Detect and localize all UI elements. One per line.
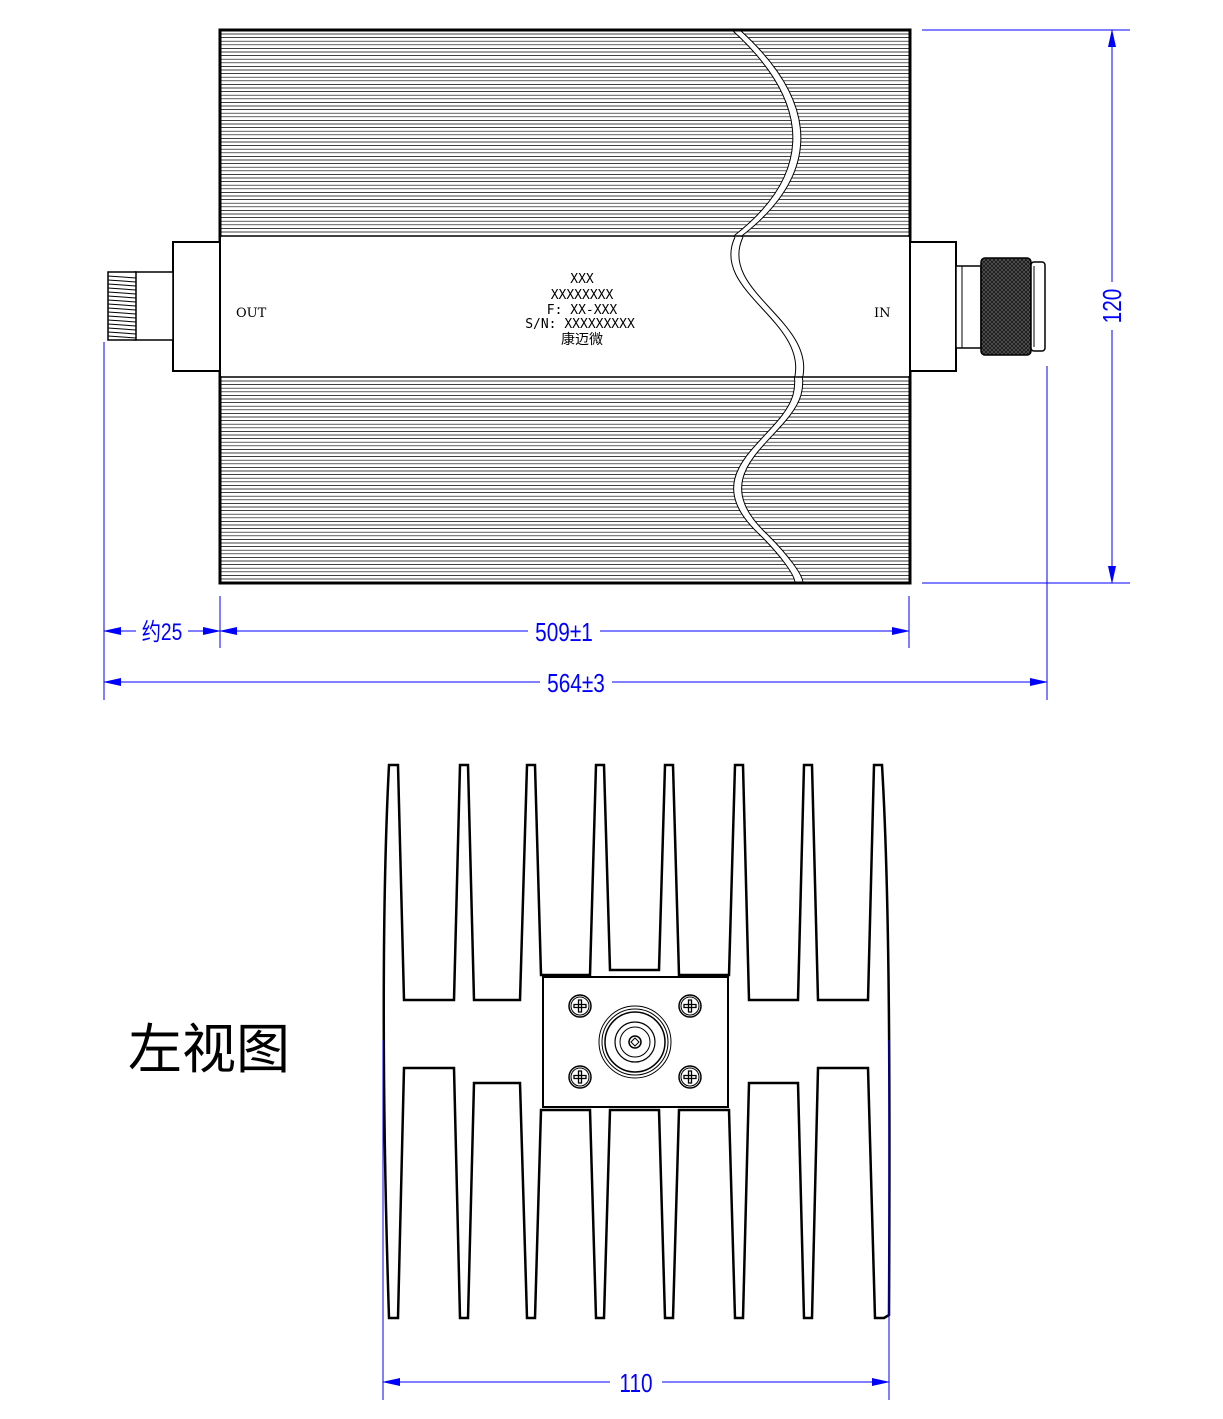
- width-dimension: [382, 1040, 890, 1400]
- cooling-fins-lower: [220, 380, 910, 580]
- thread-line: [107, 283, 137, 287]
- top-view: XXX XXXXXXXX F: XX-XXX S/N: XXXXXXXXX 康迈…: [107, 28, 1046, 585]
- connector-end-icon: [598, 1005, 672, 1079]
- thread-line: [107, 303, 137, 307]
- out-connector-threads: [107, 275, 137, 339]
- nameplate-band: [221, 237, 909, 376]
- in-connector: [909, 241, 1046, 372]
- nameplate-line-5: 康迈微: [561, 331, 603, 348]
- thread-line: [107, 307, 137, 311]
- nameplate-line-2: XXXXXXXX: [551, 288, 614, 303]
- thread-line: [107, 315, 137, 319]
- thread-line: [107, 295, 137, 299]
- dim-height: 120: [1098, 289, 1127, 324]
- thread-line: [107, 319, 137, 323]
- dim-heatsink-width: 110: [619, 1369, 652, 1398]
- thread-line: [107, 291, 137, 295]
- nameplate-line-4: S/N: XXXXXXXXX: [525, 317, 635, 332]
- thread-line: [107, 275, 137, 279]
- nameplate-line-1: XXX: [570, 272, 594, 287]
- thread-line: [107, 327, 137, 331]
- port-out-label: OUT: [236, 306, 267, 321]
- screw-icon: [568, 994, 592, 1018]
- screw-icon: [678, 994, 702, 1018]
- thread-line: [107, 279, 137, 283]
- thread-line: [107, 299, 137, 303]
- screw-icon: [568, 1065, 592, 1089]
- break-line-band: [730, 236, 805, 377]
- dimension-lines: [103, 29, 1130, 700]
- side-view-title: 左视图: [128, 1018, 290, 1081]
- out-connector: [107, 241, 221, 372]
- dim-total-length: 564±3: [547, 669, 605, 698]
- heatsink-side-view: [382, 763, 891, 1320]
- thread-line: [107, 323, 137, 327]
- thread-line: [107, 335, 137, 339]
- port-in-label: IN: [874, 306, 891, 321]
- thread-line: [107, 311, 137, 315]
- dim-connector-length: 约25: [142, 618, 183, 646]
- nameplate-line-3: F: XX-XXX: [547, 303, 618, 318]
- screw-icon: [678, 1065, 702, 1089]
- thread-line: [107, 331, 137, 335]
- dim-body-length: 509±1: [535, 618, 593, 647]
- thread-line: [107, 287, 137, 291]
